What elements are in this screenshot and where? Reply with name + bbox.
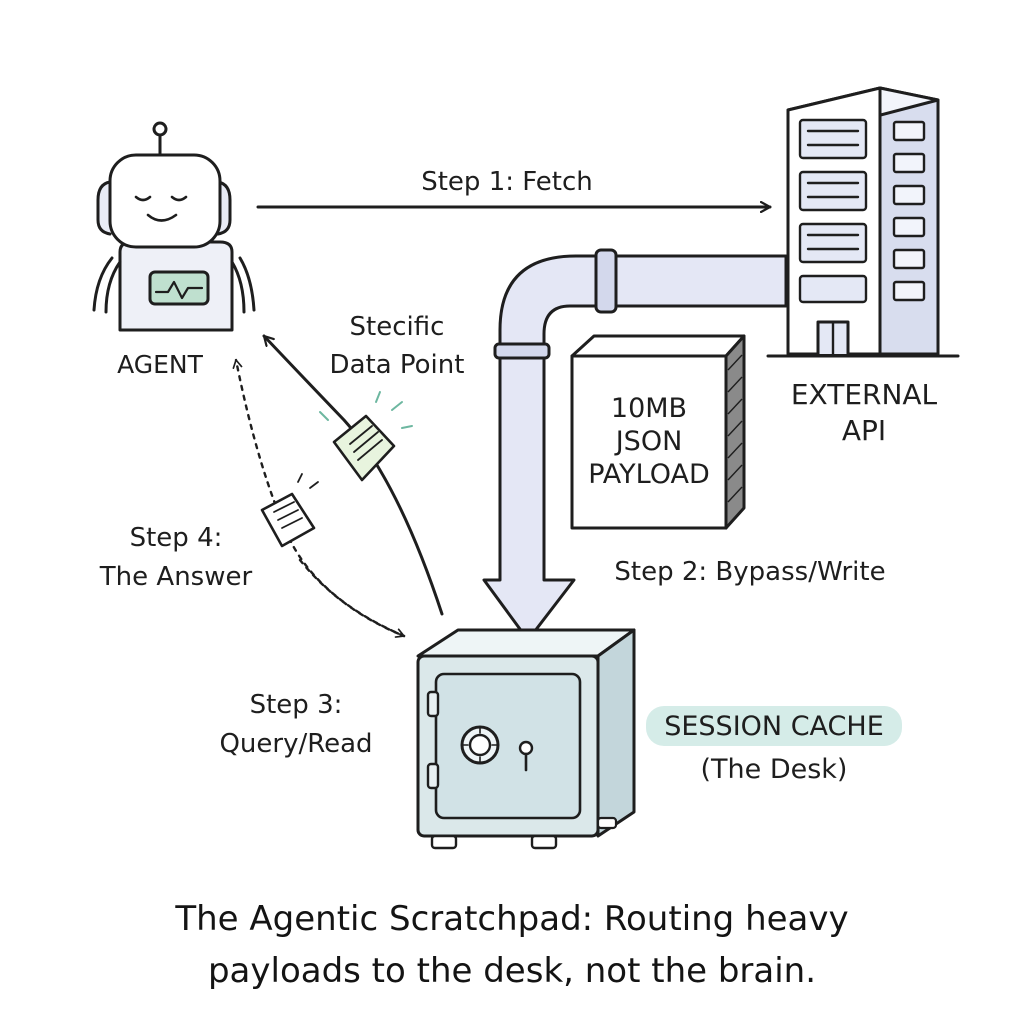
caption-line1: The Agentic Scratchpad: Routing heavy: [174, 899, 848, 939]
answer-arrow: [232, 358, 406, 638]
data-point-line1: Stecific: [350, 312, 445, 342]
answer-note-icon: [260, 473, 319, 548]
step-answer-line2: The Answer: [99, 562, 253, 592]
payload-label-line3: PAYLOAD: [588, 459, 710, 490]
step-answer-line1: Step 4:: [130, 523, 223, 553]
step-query-line1: Step 3:: [250, 690, 343, 720]
step-write-label: Step 2: Bypass/Write: [614, 557, 885, 587]
data-point-line2: Data Point: [330, 350, 465, 380]
step-fetch-label: Step 1: Fetch: [421, 167, 593, 197]
payload-label-line1: 10MB: [611, 393, 687, 424]
robot-agent-icon: [92, 121, 256, 332]
api-label-line2: API: [842, 414, 886, 447]
caption-line2: payloads to the desk, not the brain.: [208, 951, 816, 991]
payload-label-line2: JSON: [614, 426, 683, 457]
safe-icon: [416, 628, 636, 850]
agent-label: AGENT: [117, 350, 204, 379]
building-icon: [766, 86, 960, 358]
step-query-line2: Query/Read: [219, 729, 372, 759]
api-label-line1: EXTERNAL: [791, 378, 938, 411]
pipe-icon: [482, 248, 788, 642]
payload-box: [570, 334, 746, 530]
cache-label: SESSION CACHE: [664, 711, 884, 742]
data-note-icon: [319, 391, 413, 482]
cache-sublabel: (The Desk): [701, 754, 848, 785]
query-arrow: [298, 558, 406, 638]
cache-highlight: [646, 706, 902, 746]
